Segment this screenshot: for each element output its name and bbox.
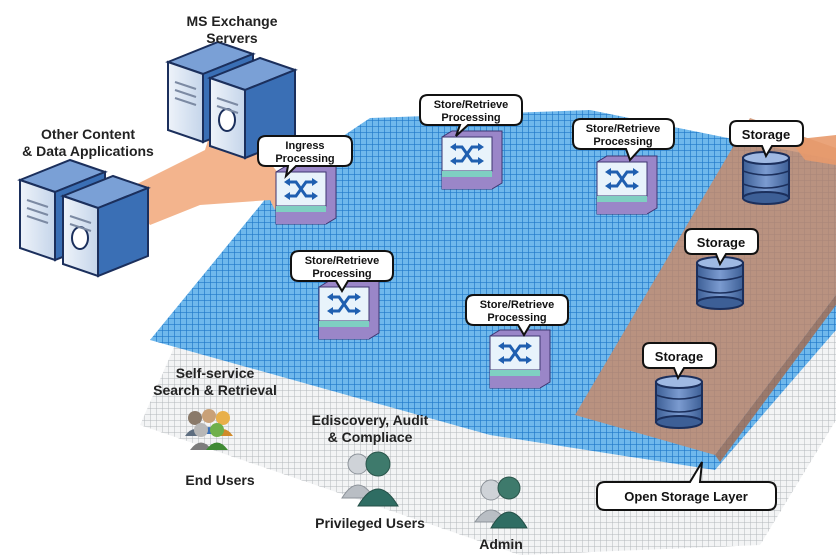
privileged-users-label: Privileged Users [315, 515, 425, 531]
storage-label: Storage [655, 349, 703, 364]
open-storage-callout: Open Storage Layer [596, 461, 777, 511]
database-icon [742, 151, 790, 205]
switch-icon [318, 280, 380, 340]
switch-icon [489, 329, 551, 389]
processing-callout: Store/Retrieve Processing [290, 250, 394, 293]
proc-label-line1: Store/Retrieve [305, 255, 380, 267]
proc-label-line1: Store/Retrieve [586, 123, 661, 135]
self-service-label-line2: Search & Retrieval [153, 382, 277, 398]
ediscovery-label-line2: & Compliace [328, 429, 413, 445]
storage-strip-edge [715, 295, 836, 462]
user-pair-icon [474, 476, 528, 529]
proc-label-line2: Processing [487, 312, 546, 324]
proc-label-line2: Processing [441, 112, 500, 124]
user-group-icon [185, 409, 233, 450]
storage-callout: Storage [642, 342, 717, 381]
storage-callout: Storage [684, 228, 759, 267]
proc-label-line1: Store/Retrieve [434, 99, 509, 111]
processing-callout: Store/Retrieve Processing [465, 294, 569, 337]
open-storage-label: Open Storage Layer [624, 489, 748, 504]
admin-label: Admin [479, 536, 523, 552]
proc-label-line2: Processing [593, 136, 652, 148]
processing-callout: Store/Retrieve Processing [419, 94, 523, 137]
storage-label: Storage [742, 127, 790, 142]
exchange-label-line1: MS Exchange [186, 13, 277, 29]
exchange-label-line2: Servers [206, 30, 258, 46]
other-content-label-line1: Other Content [41, 126, 135, 142]
storage-callout: Storage [729, 120, 804, 159]
processing-callout: Store/Retrieve Processing [572, 118, 675, 162]
ingress-callout: Ingress Processing [257, 135, 353, 180]
proc-label-line1: Store/Retrieve [480, 299, 555, 311]
ediscovery-label-line1: Ediscovery, Audit [312, 412, 429, 428]
ingress-label-line1: Ingress [285, 140, 324, 152]
storage-label: Storage [697, 235, 745, 250]
ingress-label-line2: Processing [275, 153, 334, 165]
user-pair-icon [341, 451, 399, 507]
base-grid-layer [140, 205, 836, 555]
server-icon [60, 174, 151, 278]
end-users-label: End Users [185, 472, 254, 488]
proc-label-line2: Processing [312, 268, 371, 280]
switch-icon [596, 155, 658, 215]
self-service-label-line1: Self-service [176, 365, 255, 381]
switch-icon [441, 130, 503, 190]
switch-icon [275, 165, 337, 225]
other-content-label-line2: & Data Applications [22, 143, 154, 159]
database-icon [655, 375, 703, 429]
